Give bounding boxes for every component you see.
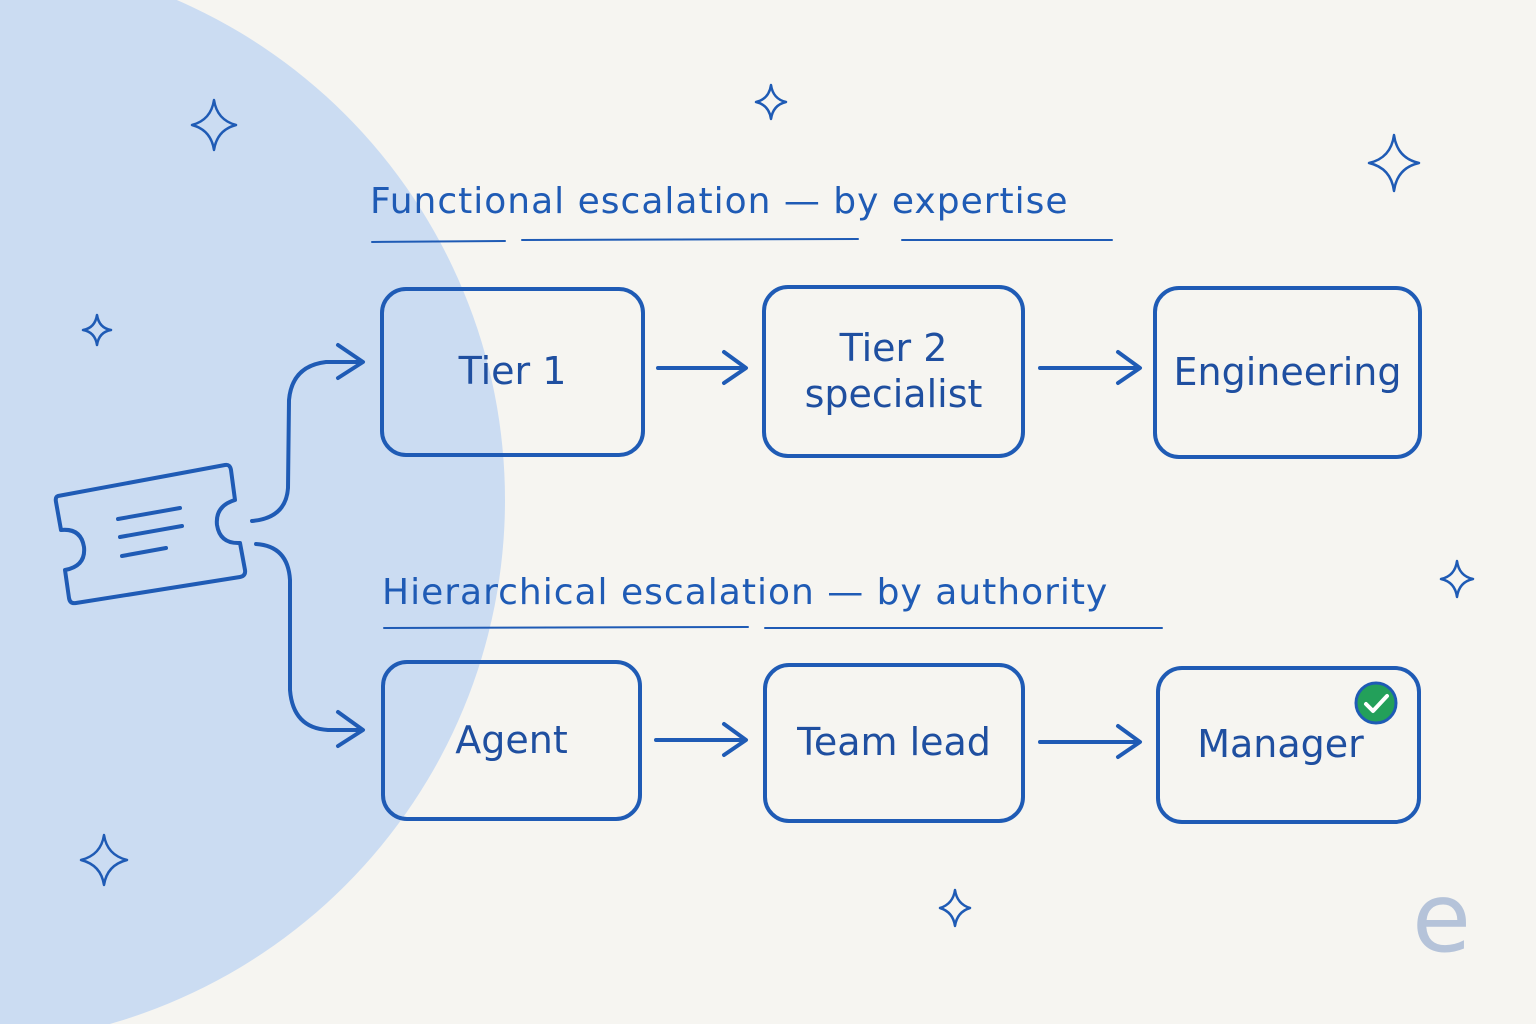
- heading-functional-escalation: Functional escalation — by expertise: [370, 181, 1069, 222]
- branch-arrowhead-top: [336, 343, 365, 380]
- sparkle-icon: [1439, 559, 1475, 599]
- sparkle-icon: [190, 98, 238, 152]
- box-team-lead: [763, 663, 1025, 823]
- sparkle-icon: [79, 833, 129, 887]
- ticket-icon: [53, 462, 248, 606]
- brand-logo: e: [1412, 862, 1472, 974]
- step-tier-1: Tier 1: [458, 349, 567, 394]
- heading-underline: [371, 238, 1113, 243]
- arrow-tier2-to-engineering: [1038, 350, 1142, 385]
- box-tier-1: [380, 287, 645, 457]
- arrow-agent-to-teamlead: [654, 722, 748, 757]
- sparkle-icon: [754, 83, 788, 121]
- step-engineering: Engineering: [1173, 349, 1402, 394]
- branch-arrowhead-bottom: [336, 710, 365, 748]
- check-circle-icon: [1354, 681, 1398, 725]
- box-engineering: [1153, 286, 1422, 459]
- arrow-tier1-to-tier2: [656, 350, 748, 385]
- step-team-lead: Team lead: [797, 720, 991, 765]
- background-blob: [0, 0, 505, 1024]
- step-manager: Manager: [1197, 722, 1364, 767]
- branch-connector-top: [250, 360, 362, 523]
- sparkle-icon: [938, 888, 972, 928]
- heading-underline: [383, 626, 1163, 629]
- sparkle-icon: [1367, 133, 1421, 193]
- step-agent: Agent: [455, 717, 568, 762]
- sparkle-icon: [81, 313, 113, 347]
- arrow-teamlead-to-manager: [1038, 724, 1142, 759]
- branch-connector-bottom: [254, 542, 362, 732]
- box-tier-2-specialist: [762, 285, 1025, 458]
- step-tier-2-specialist: Tier 2 specialist: [804, 325, 983, 416]
- heading-hierarchical-escalation: Hierarchical escalation — by authority: [382, 572, 1109, 613]
- box-agent: [381, 660, 642, 821]
- box-manager: [1156, 666, 1421, 824]
